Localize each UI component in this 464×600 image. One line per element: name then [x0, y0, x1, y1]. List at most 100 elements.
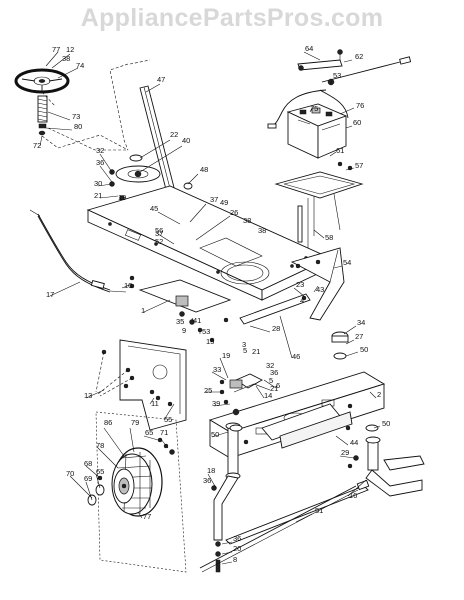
part-callout-48: 48	[200, 165, 208, 174]
part-callout-38: 38	[62, 54, 70, 63]
part-callout-8: 8	[233, 555, 237, 564]
part-callout-70: 70	[66, 469, 74, 478]
part-callout-49: 49	[220, 198, 228, 207]
part-callout-3: 3	[242, 340, 246, 349]
drag-link	[239, 293, 311, 325]
part-callout-21: 21	[270, 384, 278, 393]
battery-tray	[274, 161, 364, 248]
control-cable	[29, 209, 127, 293]
part-callout-36: 36	[203, 476, 211, 485]
battery-hold-down	[297, 49, 343, 71]
spindle-left	[211, 422, 241, 573]
steering-column-spring	[37, 95, 48, 136]
steering-wheel	[14, 68, 70, 94]
part-callout-37: 37	[155, 229, 163, 238]
part-callout-86: 86	[104, 418, 112, 427]
part-callout-6: 6	[276, 381, 280, 390]
part-callout-25: 25	[204, 386, 212, 395]
part-callout-79: 79	[131, 418, 139, 427]
part-callout-17: 17	[46, 290, 54, 299]
battery	[286, 103, 348, 159]
part-callout-5: 5	[243, 346, 247, 355]
part-callout-32: 32	[96, 146, 104, 155]
part-callout-72: 72	[33, 141, 41, 150]
part-callout-35: 35	[176, 317, 184, 326]
part-callout-20: 20	[233, 544, 241, 553]
part-callout-38: 38	[243, 216, 251, 225]
battery-cables	[267, 89, 349, 129]
part-callout-38: 38	[258, 226, 266, 235]
part-callout-40: 40	[182, 136, 190, 145]
part-callout-77: 77	[52, 45, 60, 54]
part-callout-11: 11	[151, 399, 159, 408]
part-callout-60: 60	[353, 118, 361, 127]
part-callout-26: 26	[230, 208, 238, 217]
part-callout-64: 64	[305, 44, 313, 53]
part-callout-62: 62	[355, 52, 363, 61]
part-callout-13: 13	[84, 391, 92, 400]
watermark: AppliancePartsPros.com	[80, 4, 384, 32]
part-callout-55: 55	[164, 415, 172, 424]
battery-rod	[321, 56, 412, 86]
part-callout-58: 58	[325, 233, 333, 242]
part-callout-76: 76	[356, 101, 364, 110]
part-callout-18: 18	[207, 466, 215, 475]
part-callout-75: 75	[310, 104, 318, 113]
part-callout-33: 33	[213, 365, 221, 374]
part-callout-57: 57	[355, 161, 363, 170]
part-callout-36: 36	[270, 368, 278, 377]
part-callout-1: 1	[141, 306, 145, 315]
part-callout-34: 34	[357, 318, 365, 327]
part-callout-61: 61	[336, 146, 344, 155]
part-callout-30: 30	[94, 179, 102, 188]
part-callout-44: 44	[350, 438, 358, 447]
axle-rod	[199, 485, 359, 573]
part-callout-52: 52	[155, 237, 163, 246]
part-callout-50: 50	[360, 345, 368, 354]
part-callout-43: 43	[316, 285, 324, 294]
part-callout-23: 23	[296, 280, 304, 289]
part-callout-50: 50	[211, 430, 219, 439]
part-callout-29: 29	[341, 448, 349, 457]
part-callout-73: 73	[72, 112, 80, 121]
part-callout-77: 77	[143, 512, 151, 521]
part-callout-22: 22	[170, 130, 178, 139]
part-callout-4: 4	[300, 296, 304, 305]
part-callout-46: 46	[292, 352, 300, 361]
part-callout-32: 32	[266, 361, 274, 370]
part-callout-51: 51	[315, 506, 323, 515]
spindle-right	[347, 436, 425, 497]
part-callout-21: 21	[252, 347, 260, 356]
part-callout-27: 27	[355, 332, 363, 341]
part-callout-9: 9	[182, 326, 186, 335]
part-callout-54: 54	[343, 258, 351, 267]
tie-rod	[225, 479, 370, 545]
part-callout-65: 65	[145, 428, 153, 437]
part-callout-37: 37	[210, 195, 218, 204]
part-callout-28: 28	[272, 324, 280, 333]
part-callout-14: 14	[264, 391, 272, 400]
front-wheel	[111, 447, 163, 517]
part-callout-16: 16	[349, 491, 357, 500]
part-callout-5: 5	[269, 376, 273, 385]
part-callout-47: 47	[157, 75, 165, 84]
part-callout-56: 56	[155, 226, 163, 235]
frame-side-rail	[290, 247, 345, 321]
front-bracket-plate	[101, 339, 187, 431]
part-callout-19: 19	[118, 193, 126, 202]
part-callout-21: 21	[94, 191, 102, 200]
part-callout-69: 69	[84, 474, 92, 483]
part-callout-80: 80	[74, 122, 82, 131]
part-callout-53: 53	[202, 327, 210, 336]
part-callout-45: 45	[150, 204, 158, 213]
part-callout-50: 50	[382, 419, 390, 428]
part-callout-74: 74	[76, 61, 84, 70]
part-callout-19: 19	[222, 351, 230, 360]
part-callout-36: 36	[96, 158, 104, 167]
part-callout-39: 39	[212, 399, 220, 408]
part-callout-65: 65	[96, 467, 104, 476]
part-callout-71: 71	[160, 428, 168, 437]
axle-pivot-bracket	[261, 403, 353, 449]
part-callout-68: 68	[84, 459, 92, 468]
part-callout-12: 12	[66, 45, 74, 54]
